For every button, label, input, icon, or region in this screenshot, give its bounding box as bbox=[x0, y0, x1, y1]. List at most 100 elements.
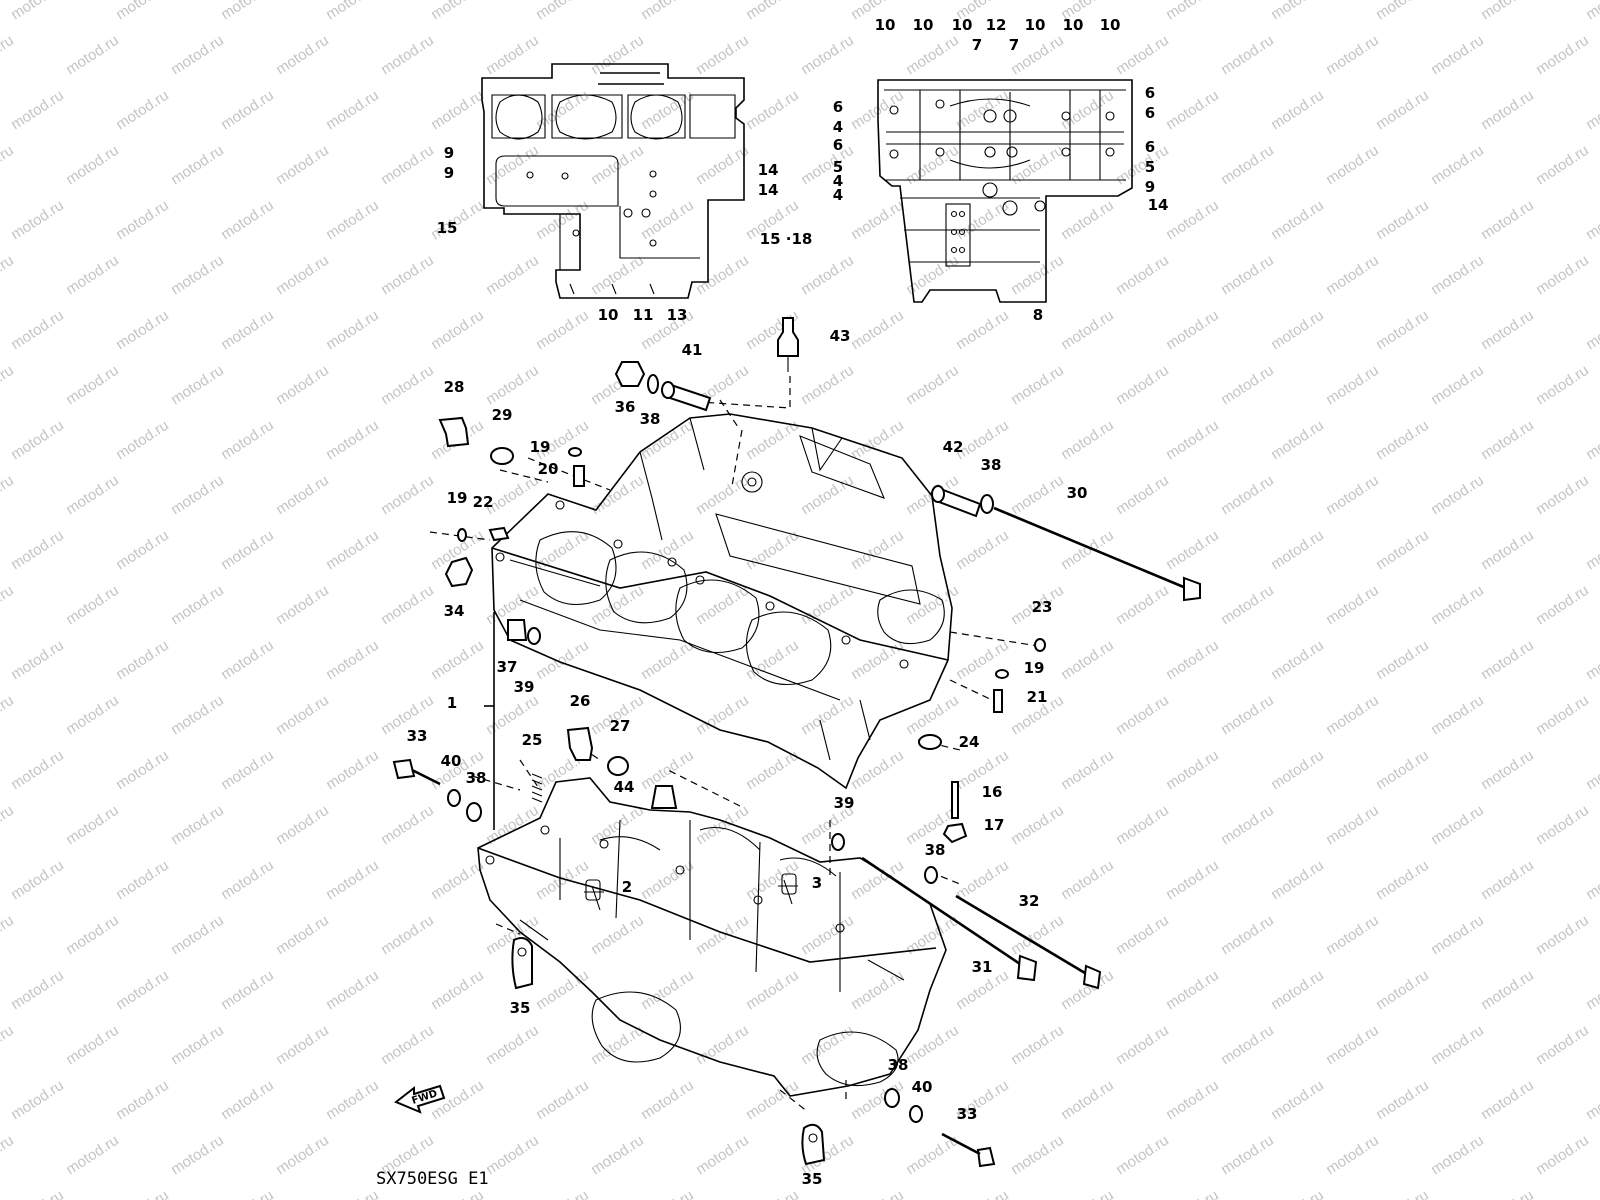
watermark-text: motod.ru bbox=[588, 32, 647, 79]
watermark-text: motod.ru bbox=[113, 637, 172, 684]
callout-label: 21 bbox=[1027, 688, 1048, 706]
watermark-text: motod.ru bbox=[1268, 0, 1327, 23]
watermark-text: motod.ru bbox=[533, 307, 592, 354]
watermark-text: motod.ru bbox=[1218, 252, 1277, 299]
watermark-text: motod.ru bbox=[113, 527, 172, 574]
watermark-text: motod.ru bbox=[743, 747, 802, 794]
watermark-text: motod.ru bbox=[848, 1187, 907, 1200]
callout-label: 32 bbox=[1019, 892, 1040, 910]
callout-label: 7 bbox=[972, 36, 982, 54]
callout-label: 14 bbox=[1148, 196, 1169, 214]
watermark-text: motod.ru bbox=[218, 417, 277, 464]
watermark-text: motod.ru bbox=[0, 252, 17, 299]
callout-label: 3 bbox=[812, 874, 822, 892]
upper-case-top-view bbox=[481, 63, 745, 299]
callout-label: 24 bbox=[959, 733, 980, 751]
watermark-text: motod.ru bbox=[588, 142, 647, 189]
watermark-text: motod.ru bbox=[533, 87, 592, 134]
callout-label: 19 bbox=[1024, 659, 1045, 677]
watermark-text: motod.ru bbox=[1163, 197, 1222, 244]
watermark-text: motod.ru bbox=[1373, 1187, 1432, 1200]
watermark-text: motod.ru bbox=[1533, 1022, 1592, 1069]
callout-label: 23 bbox=[1032, 598, 1053, 616]
watermark-text: motod.ru bbox=[0, 692, 17, 739]
callout-label: 40 bbox=[441, 752, 462, 770]
callout-label: 40 bbox=[912, 1078, 933, 1096]
watermark-text: motod.ru bbox=[1268, 637, 1327, 684]
watermark-text: motod.ru bbox=[1218, 362, 1277, 409]
callout-label: 42 bbox=[943, 438, 964, 456]
callout-label: 9 bbox=[1145, 178, 1155, 196]
watermark-text: motod.ru bbox=[798, 362, 857, 409]
watermark-text: motod.ru bbox=[1058, 527, 1117, 574]
watermark-text: motod.ru bbox=[113, 1187, 172, 1200]
watermark-text: motod.ru bbox=[1478, 1077, 1537, 1124]
watermark-text: motod.ru bbox=[378, 1022, 437, 1069]
watermark-text: motod.ru bbox=[693, 142, 752, 189]
watermark-text: motod.ru bbox=[1583, 197, 1600, 244]
callout-label: 10 bbox=[952, 16, 973, 34]
callout-label: 6 bbox=[833, 136, 843, 154]
watermark-text: motod.ru bbox=[953, 857, 1012, 904]
watermark-text: motod.ru bbox=[1268, 87, 1327, 134]
watermark-text: motod.ru bbox=[638, 857, 697, 904]
watermark-text: motod.ru bbox=[1058, 197, 1117, 244]
watermark-text: motod.ru bbox=[1478, 307, 1537, 354]
watermark-text: motod.ru bbox=[1533, 32, 1592, 79]
watermark-text: motod.ru bbox=[428, 857, 487, 904]
watermark-text: motod.ru bbox=[1323, 582, 1382, 629]
watermark-text: motod.ru bbox=[168, 912, 227, 959]
callout-label: 5 bbox=[833, 158, 843, 176]
watermark-text: motod.ru bbox=[63, 692, 122, 739]
callout-label: 7 bbox=[1009, 36, 1019, 54]
watermark-text: motod.ru bbox=[1323, 912, 1382, 959]
watermark-text: motod.ru bbox=[323, 417, 382, 464]
watermark-text: motod.ru bbox=[693, 32, 752, 79]
watermark-text: motod.ru bbox=[218, 527, 277, 574]
callout-label: 10 bbox=[1063, 16, 1084, 34]
watermark-text: motod.ru bbox=[1163, 857, 1222, 904]
watermark-text: motod.ru bbox=[0, 582, 17, 629]
callout-label: 13 bbox=[667, 306, 688, 324]
watermark-text: motod.ru bbox=[1113, 362, 1172, 409]
watermark-text: motod.ru bbox=[1373, 857, 1432, 904]
watermark-text: motod.ru bbox=[218, 637, 277, 684]
watermark-text: motod.ru bbox=[848, 527, 907, 574]
watermark-text: motod.ru bbox=[218, 307, 277, 354]
watermark-text: motod.ru bbox=[1268, 197, 1327, 244]
watermark-text: motod.ru bbox=[1323, 252, 1382, 299]
watermark-text: motod.ru bbox=[1428, 912, 1487, 959]
watermark-text: motod.ru bbox=[798, 472, 857, 519]
watermark-text: motod.ru bbox=[798, 912, 857, 959]
callout-label: 22 bbox=[473, 493, 494, 511]
watermark-text: motod.ru bbox=[1478, 527, 1537, 574]
watermark-text: motod.ru bbox=[273, 252, 332, 299]
watermark-text: motod.ru bbox=[533, 527, 592, 574]
watermark-text: motod.ru bbox=[1428, 692, 1487, 739]
watermark-text: motod.ru bbox=[428, 967, 487, 1014]
watermark-text: motod.ru bbox=[1478, 197, 1537, 244]
watermark-text: motod.ru bbox=[533, 967, 592, 1014]
watermark-text: motod.ru bbox=[533, 0, 592, 23]
watermark-text: motod.ru bbox=[798, 692, 857, 739]
watermark-text: motod.ru bbox=[903, 362, 962, 409]
watermark-text: motod.ru bbox=[638, 1187, 697, 1200]
callout-label: 6 bbox=[833, 98, 843, 116]
watermark-text: motod.ru bbox=[63, 582, 122, 629]
watermark-text: motod.ru bbox=[1533, 142, 1592, 189]
watermark-text: motod.ru bbox=[1008, 1022, 1067, 1069]
watermark-text: motod.ru bbox=[1268, 747, 1327, 794]
watermark-text: motod.ru bbox=[483, 1132, 542, 1179]
watermark-text: motod.ru bbox=[8, 857, 67, 904]
callout-label: 27 bbox=[610, 717, 631, 735]
watermark-text: motod.ru bbox=[638, 967, 697, 1014]
watermark-text: motod.ru bbox=[378, 32, 437, 79]
watermark-text: motod.ru bbox=[588, 802, 647, 849]
watermark-text: motod.ru bbox=[8, 747, 67, 794]
watermark-text: motod.ru bbox=[428, 0, 487, 23]
watermark-text: motod.ru bbox=[63, 362, 122, 409]
watermark-text: motod.ru bbox=[1373, 197, 1432, 244]
watermark-text: motod.ru bbox=[113, 87, 172, 134]
watermark-text: motod.ru bbox=[1163, 307, 1222, 354]
